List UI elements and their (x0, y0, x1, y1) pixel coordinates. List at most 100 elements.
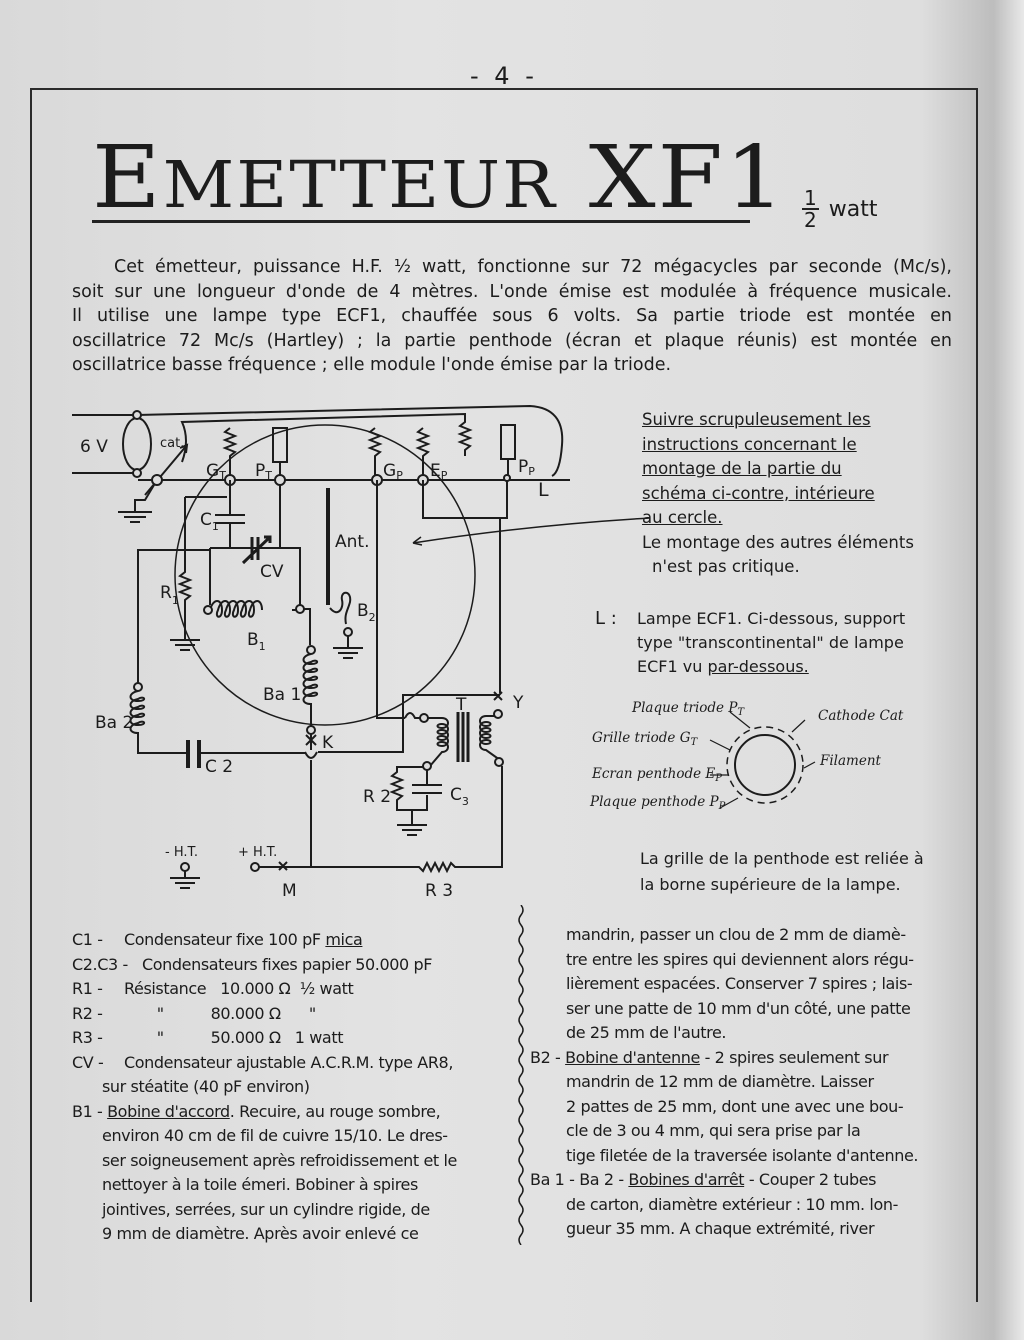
wire (422, 480, 508, 693)
wire (304, 608, 311, 645)
resistor-gp (367, 427, 383, 480)
b1-cont-line: mandrin, passer un clou de 2 mm de diamè… (566, 925, 906, 944)
node (151, 474, 163, 486)
node (306, 725, 316, 735)
resistor-ep (415, 427, 431, 480)
b2-line: mandrin de 12 mm de diamètre. Laisser (566, 1072, 874, 1091)
capacitor-c2 (186, 740, 201, 768)
page-number: - 4 - (470, 62, 538, 90)
label-l: L (538, 479, 549, 501)
ht-minus-terminal (180, 862, 190, 872)
node-y (494, 757, 504, 767)
critical-zone-circle (174, 424, 476, 726)
wire (137, 549, 210, 683)
ba-line: de carton, diamètre extérieur : 10 mm. l… (566, 1194, 898, 1214)
b2-line: tige filetée de la traversée isolante d'… (566, 1145, 919, 1165)
coil-ba2 (129, 690, 305, 754)
b1-line: nettoyer à la toile émeri. Bobiner à spi… (102, 1175, 418, 1194)
parts-row: R2 - " 80.000 Ω " (72, 1002, 508, 1027)
node (132, 468, 142, 478)
socket-caption: La grille de la penthode est reliée à la… (640, 846, 924, 898)
label-ecran-penthode: Ecran penthode EP (591, 766, 722, 784)
label-ht-minus: - H.T. (165, 845, 198, 860)
b1-cont-line: de 25 mm de l'autre. (566, 1023, 727, 1042)
parts-list: C1 - Condensateur fixe 100 pF mica C2.C3 … (72, 928, 508, 1247)
node (133, 682, 143, 692)
label-pt: PT (255, 461, 272, 482)
pointer-lines (709, 711, 816, 809)
b1-line: 9 mm de diamètre. Après avoir enlevé ce (102, 1224, 419, 1243)
parts-row: R3 - " 50.000 Ω 1 watt (72, 1026, 508, 1051)
coil-t-secondary (479, 715, 501, 761)
label-6v: 6 V (80, 437, 108, 457)
intro-line: soit sur une longueur d'onde de 4 mètres… (72, 281, 952, 302)
node (419, 713, 429, 723)
part-ref: R2 - (72, 1003, 103, 1023)
resistor-r1 (170, 496, 227, 651)
ba-line: gueur 35 mm. A chaque extrémité, river (566, 1219, 875, 1238)
page-title: EMETTEUR XF1 (92, 135, 787, 221)
lamp-description: L : Lampe ECF1. Ci-dessous, support type… (595, 607, 945, 679)
node (203, 605, 213, 615)
part-desc: . Recuire, au rouge sombre, (229, 1101, 441, 1121)
ground-icon (118, 511, 152, 523)
title-underline (92, 220, 750, 223)
label-pp: PP (518, 457, 535, 478)
cv-capacitor (241, 535, 272, 565)
label-k: K (322, 733, 334, 753)
transformer-core (456, 712, 470, 762)
power-unit: watt (828, 196, 878, 222)
caption-line: la borne supérieure de la lampe. (640, 875, 901, 894)
label-plaque-triode: Plaque triode PT (631, 700, 745, 718)
cathode-wire (180, 412, 473, 463)
socket-inner (734, 734, 796, 796)
label-ht-plus: + H.T. (238, 845, 277, 860)
title-initial: E (92, 127, 163, 228)
label-ant: Ant. (335, 532, 369, 552)
part-ref: C2.C3 - (72, 954, 128, 974)
tube-socket-diagram: Plaque triode PT Cathode Cat Grille trio… (589, 700, 904, 812)
part-title: Bobine d'antenne (565, 1047, 700, 1067)
b1-line: jointives, serrées, sur un cylindre rigi… (102, 1199, 430, 1219)
part-desc: Condensateur ajustable A.C.R.M. type AR8… (124, 1052, 454, 1072)
wire (304, 734, 318, 867)
parts-row: R1 - Résistance 10.000 Ω ½ watt (72, 977, 508, 1002)
filament (122, 417, 152, 471)
label-r2: R 2 (363, 787, 391, 807)
circuit-schematic: 6 V cat. GT PT GP EP PP L C1 CV Ant. R1 … (72, 404, 651, 901)
ba-heading: Ba 1 - Ba 2 - Bobines d'arrêt - Couper 2… (530, 1168, 970, 1193)
label-ba1: Ba 1 (263, 685, 301, 705)
page-frame (30, 88, 978, 1302)
note-line: schéma ci-contre, intérieure (642, 483, 875, 503)
label-c1: C1 (200, 510, 219, 533)
cross-y (493, 691, 503, 701)
part-ref: R1 - (72, 979, 103, 998)
part-ref: C1 - (72, 930, 103, 949)
label-b2: B2 (357, 601, 376, 624)
label-grille-triode: Grille triode GT (592, 730, 699, 748)
node (493, 709, 503, 719)
part-desc: - Couper 2 tubes (744, 1170, 877, 1189)
label-c2: C 2 (205, 757, 233, 777)
intro-line: Cet émetteur, puissance H.F. ½ watt, fon… (114, 257, 952, 277)
part-desc: Condensateur fixe 100 pF mica (124, 930, 363, 949)
wire (318, 480, 500, 753)
part-title: Bobines d'arrêt (628, 1170, 745, 1189)
node-pt (274, 474, 286, 486)
part-desc: Résistance 10.000 Ω ½ watt (124, 979, 354, 998)
r2-c3-network (389, 766, 442, 836)
cathode-arrow (144, 443, 189, 496)
wire (72, 404, 564, 477)
b2-line: 2 pattes de 25 mm, dont une avec une bou… (566, 1096, 904, 1116)
b1-line: environ 40 cm de fil de cuivre 15/10. Le… (102, 1126, 448, 1145)
right-column-text: mandrin, passer un clou de 2 mm de diamè… (530, 923, 970, 1242)
lamp-line-prefix: ECF1 vu (637, 657, 708, 676)
part-desc: " 50.000 Ω 1 watt (124, 1028, 344, 1047)
coil-b1 (209, 600, 300, 618)
note-line: Le montage des autres éléments (642, 532, 914, 552)
ground-icon (170, 871, 200, 889)
parts-row-cont: sur stéatite (40 pF environ) (102, 1077, 310, 1096)
label-cat: cat. (160, 436, 184, 451)
note-line: montage de la partie du (642, 459, 842, 478)
